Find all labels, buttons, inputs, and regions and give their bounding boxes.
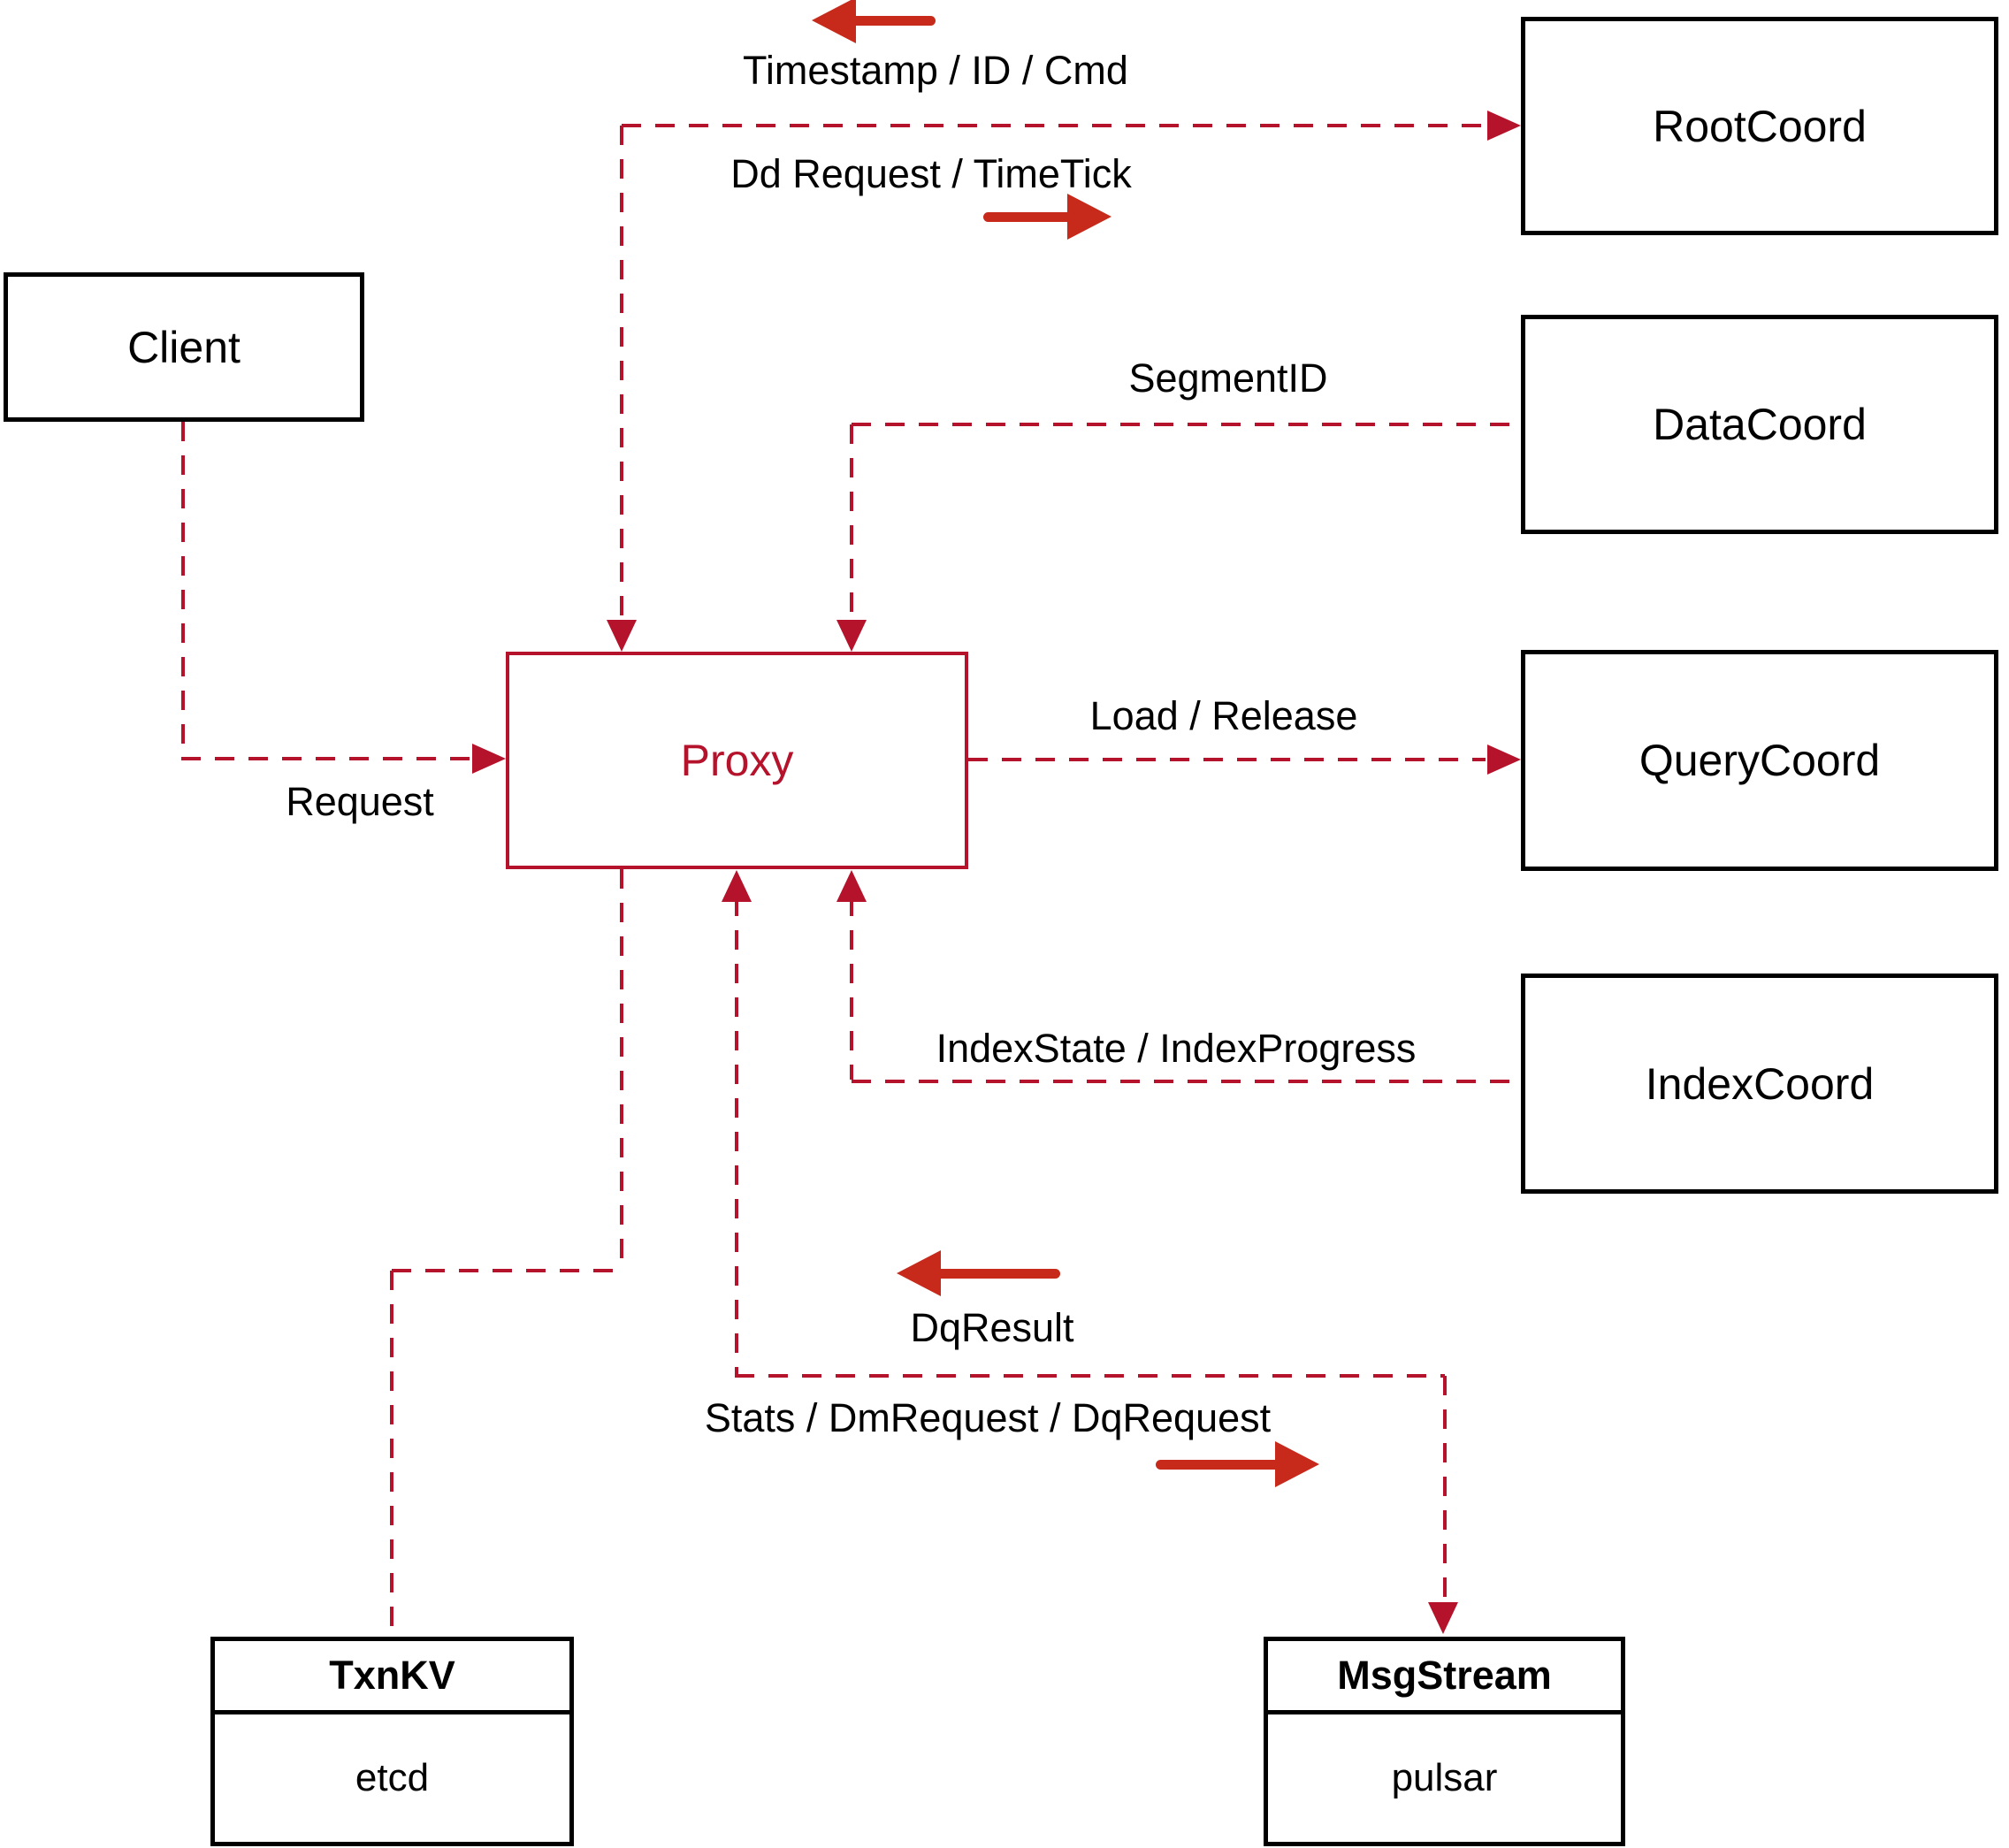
node-querycoord-label: QueryCoord	[1639, 736, 1881, 785]
edge-timestamp-v-segment	[620, 126, 623, 622]
arrow-head	[812, 0, 856, 43]
edge-label-stats: Stats / DmRequest / DqRequest	[704, 1395, 1272, 1440]
node-rootcoord: RootCoord	[1521, 17, 1998, 235]
node-msgstream-subtitle: pulsar	[1391, 1756, 1498, 1799]
edge-request-h-segment	[181, 757, 470, 760]
arrow-shaft	[849, 16, 936, 26]
node-msgstream: MsgStream pulsar	[1264, 1637, 1625, 1846]
direction-arrow-right-ddrequest-icon	[983, 194, 1111, 240]
edge-label-load-release: Load / Release	[1089, 693, 1358, 738]
direction-arrow-right-stats-icon	[1156, 1441, 1319, 1487]
edge-label-dqresult: DqResult	[910, 1305, 1074, 1350]
edge-timestamp-h-segment	[622, 124, 1486, 127]
direction-arrow-left-timestamp-icon	[812, 0, 936, 43]
arrowhead-into-proxy-top-left-icon	[607, 620, 637, 652]
node-client: Client	[4, 272, 364, 422]
direction-arrow-left-dqresult-icon	[897, 1250, 1060, 1296]
node-indexcoord-label: IndexCoord	[1645, 1058, 1875, 1109]
arrow-head	[1275, 1441, 1319, 1487]
node-proxy: Proxy	[506, 652, 968, 869]
edge-segmentid-h-segment	[852, 423, 1521, 426]
node-indexcoord: IndexCoord	[1521, 974, 1998, 1194]
edge-txnkv-v2-segment	[390, 1271, 393, 1637]
arrow-shaft	[934, 1269, 1060, 1279]
arrow-head	[897, 1250, 941, 1296]
arrowhead-into-proxy-top-right-icon	[836, 620, 867, 652]
edge-indexstate-h-segment	[852, 1080, 1521, 1083]
edge-msgstream-v1-segment	[735, 897, 738, 1376]
node-datacoord-label: DataCoord	[1653, 400, 1867, 449]
arrow-shaft	[983, 212, 1074, 222]
node-msgstream-title: MsgStream	[1268, 1641, 1621, 1714]
node-client-label: Client	[127, 322, 241, 372]
arrowhead-into-msgstream-icon	[1428, 1602, 1458, 1634]
edge-label-indexstate: IndexState / IndexProgress	[936, 1026, 1417, 1071]
edge-txnkv-v1-segment	[620, 869, 623, 1271]
arrow-shaft	[1156, 1460, 1282, 1470]
edge-label-dd-request: Dd Request / TimeTick	[730, 151, 1132, 196]
arrow-head	[1067, 194, 1111, 240]
node-rootcoord-label: RootCoord	[1653, 101, 1867, 151]
edge-load-release-segment	[968, 758, 1486, 761]
edge-msgstream-h-segment	[735, 1374, 1445, 1378]
edge-label-timestamp: Timestamp / ID / Cmd	[743, 48, 1128, 93]
node-datacoord: DataCoord	[1521, 315, 1998, 534]
edge-label-segmentid: SegmentID	[1128, 355, 1328, 401]
node-proxy-label: Proxy	[680, 736, 794, 785]
node-txnkv-subtitle: etcd	[355, 1756, 430, 1799]
arrowhead-into-querycoord-icon	[1487, 745, 1521, 775]
arrowhead-into-proxy-left-icon	[472, 744, 506, 774]
node-txnkv: TxnKV etcd	[210, 1637, 574, 1846]
arrowhead-into-rootcoord-icon	[1487, 111, 1521, 141]
edge-txnkv-h-segment	[392, 1269, 622, 1272]
edge-msgstream-v2-segment	[1443, 1376, 1447, 1604]
edge-label-request: Request	[286, 779, 434, 824]
arrowhead-into-proxy-bottom-right-icon	[836, 870, 867, 902]
edge-segmentid-v-segment	[850, 424, 853, 622]
node-querycoord: QueryCoord	[1521, 650, 1998, 871]
edge-request-v-segment	[181, 422, 185, 759]
arrowhead-into-proxy-bottom-left-icon	[722, 870, 752, 902]
node-txnkv-title: TxnKV	[215, 1641, 569, 1714]
edge-indexstate-v-segment	[850, 897, 853, 1080]
